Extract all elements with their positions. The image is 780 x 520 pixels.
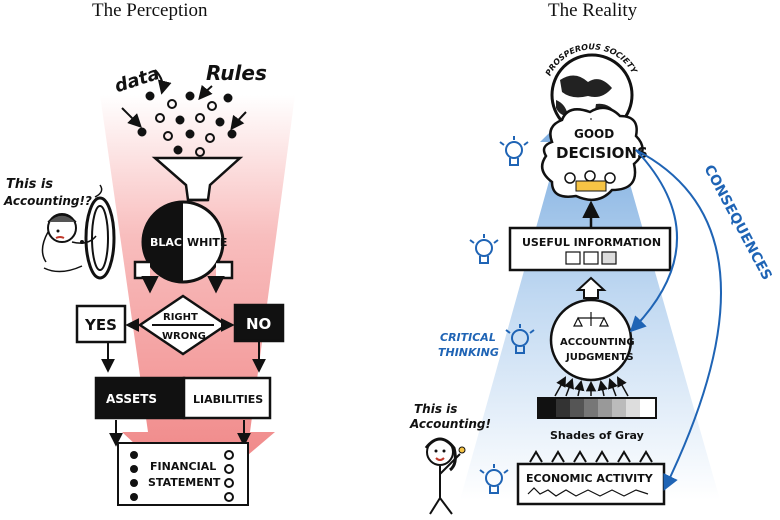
- reality-panel: PROSPEROUS SOCIETY GOOD DECISIONS USEFUL…: [409, 42, 775, 515]
- lightbulb-icon: [499, 136, 529, 166]
- no-label: NO: [246, 315, 271, 333]
- perception-panel: data Rules: [3, 61, 295, 506]
- liabilities-label: LIABILITIES: [193, 393, 263, 406]
- observer-line2: Accounting!?: [3, 194, 92, 208]
- shades-label: Shades of Gray: [550, 429, 644, 442]
- useful-information-box: USEFUL INFORMATION: [508, 226, 672, 272]
- diamond-right-label: RIGHT: [163, 312, 198, 323]
- left-input-arrow: [121, 107, 142, 128]
- wheel-white-label: WHITE: [187, 236, 227, 249]
- financial-statement-box: FINANCIAL STATEMENT: [117, 442, 249, 506]
- rules-label: Rules: [206, 61, 267, 85]
- yes-label: YES: [84, 316, 117, 334]
- person-line2: Accounting!: [409, 417, 491, 431]
- lightbulb-icon: [505, 324, 535, 354]
- wheel-right-arrow: [207, 260, 234, 294]
- reality-title: The Reality: [548, 0, 638, 21]
- statement-line2: STATEMENT: [148, 476, 221, 489]
- critical-line1: CRITICAL: [440, 331, 496, 344]
- decisions-line2: DECISIONS: [556, 144, 648, 162]
- economic-label: ECONOMIC ACTIVITY: [526, 472, 654, 485]
- right-wrong-diamond: RIGHT WRONG: [137, 294, 229, 356]
- observer-figure: This is Accounting!?: [3, 177, 116, 280]
- judgments-line1: ACCOUNTING: [560, 337, 635, 348]
- assets-label: ASSETS: [106, 392, 157, 406]
- rules-arrow: [198, 84, 213, 101]
- accounting-judgments-circle: ACCOUNTING JUDGMENTS: [549, 298, 635, 382]
- consequences-arc-inner: [629, 149, 678, 333]
- consequences-arc-outer: [635, 149, 722, 491]
- data-arrow: [154, 69, 172, 95]
- decisions-line1: GOOD: [574, 127, 614, 141]
- assets-liabilities-bar: ASSETS LIABILITIES: [94, 376, 272, 420]
- right-input-arrow: [230, 111, 247, 131]
- shades-of-gray-bar: Shades of Gray: [537, 397, 657, 442]
- yes-box: YES: [75, 304, 127, 344]
- useful-info-label: USEFUL INFORMATION: [522, 236, 661, 249]
- consequences-label: CONSEQUENCES: [700, 162, 774, 283]
- critical-line2: THINKING: [438, 346, 499, 359]
- lightbulb-icon: [479, 464, 509, 494]
- perception-title: The Perception: [92, 0, 208, 21]
- observer-line1: This is: [6, 177, 53, 192]
- statement-line1: FINANCIAL: [150, 460, 216, 473]
- wheel-black-label: BLACK: [150, 236, 191, 249]
- no-box: NO: [233, 303, 285, 343]
- input-dots: [137, 91, 237, 157]
- person-figure: This is Accounting!: [409, 402, 491, 515]
- wheel-left-arrow: [133, 260, 159, 294]
- diamond-wrong-label: WRONG: [162, 331, 206, 342]
- data-label: data: [112, 63, 162, 97]
- person-line1: This is: [414, 402, 457, 416]
- judgments-to-info-arrow: [575, 276, 607, 299]
- lightbulb-icon: [469, 234, 499, 264]
- good-decisions-cloud: GOOD DECISIONS: [540, 106, 648, 202]
- judgments-line2: JUDGMENTS: [565, 352, 634, 363]
- sorting-funnel: [151, 156, 244, 202]
- black-white-wheel: BLACK WHITE: [141, 200, 227, 284]
- gray-input-arrows: [554, 376, 629, 397]
